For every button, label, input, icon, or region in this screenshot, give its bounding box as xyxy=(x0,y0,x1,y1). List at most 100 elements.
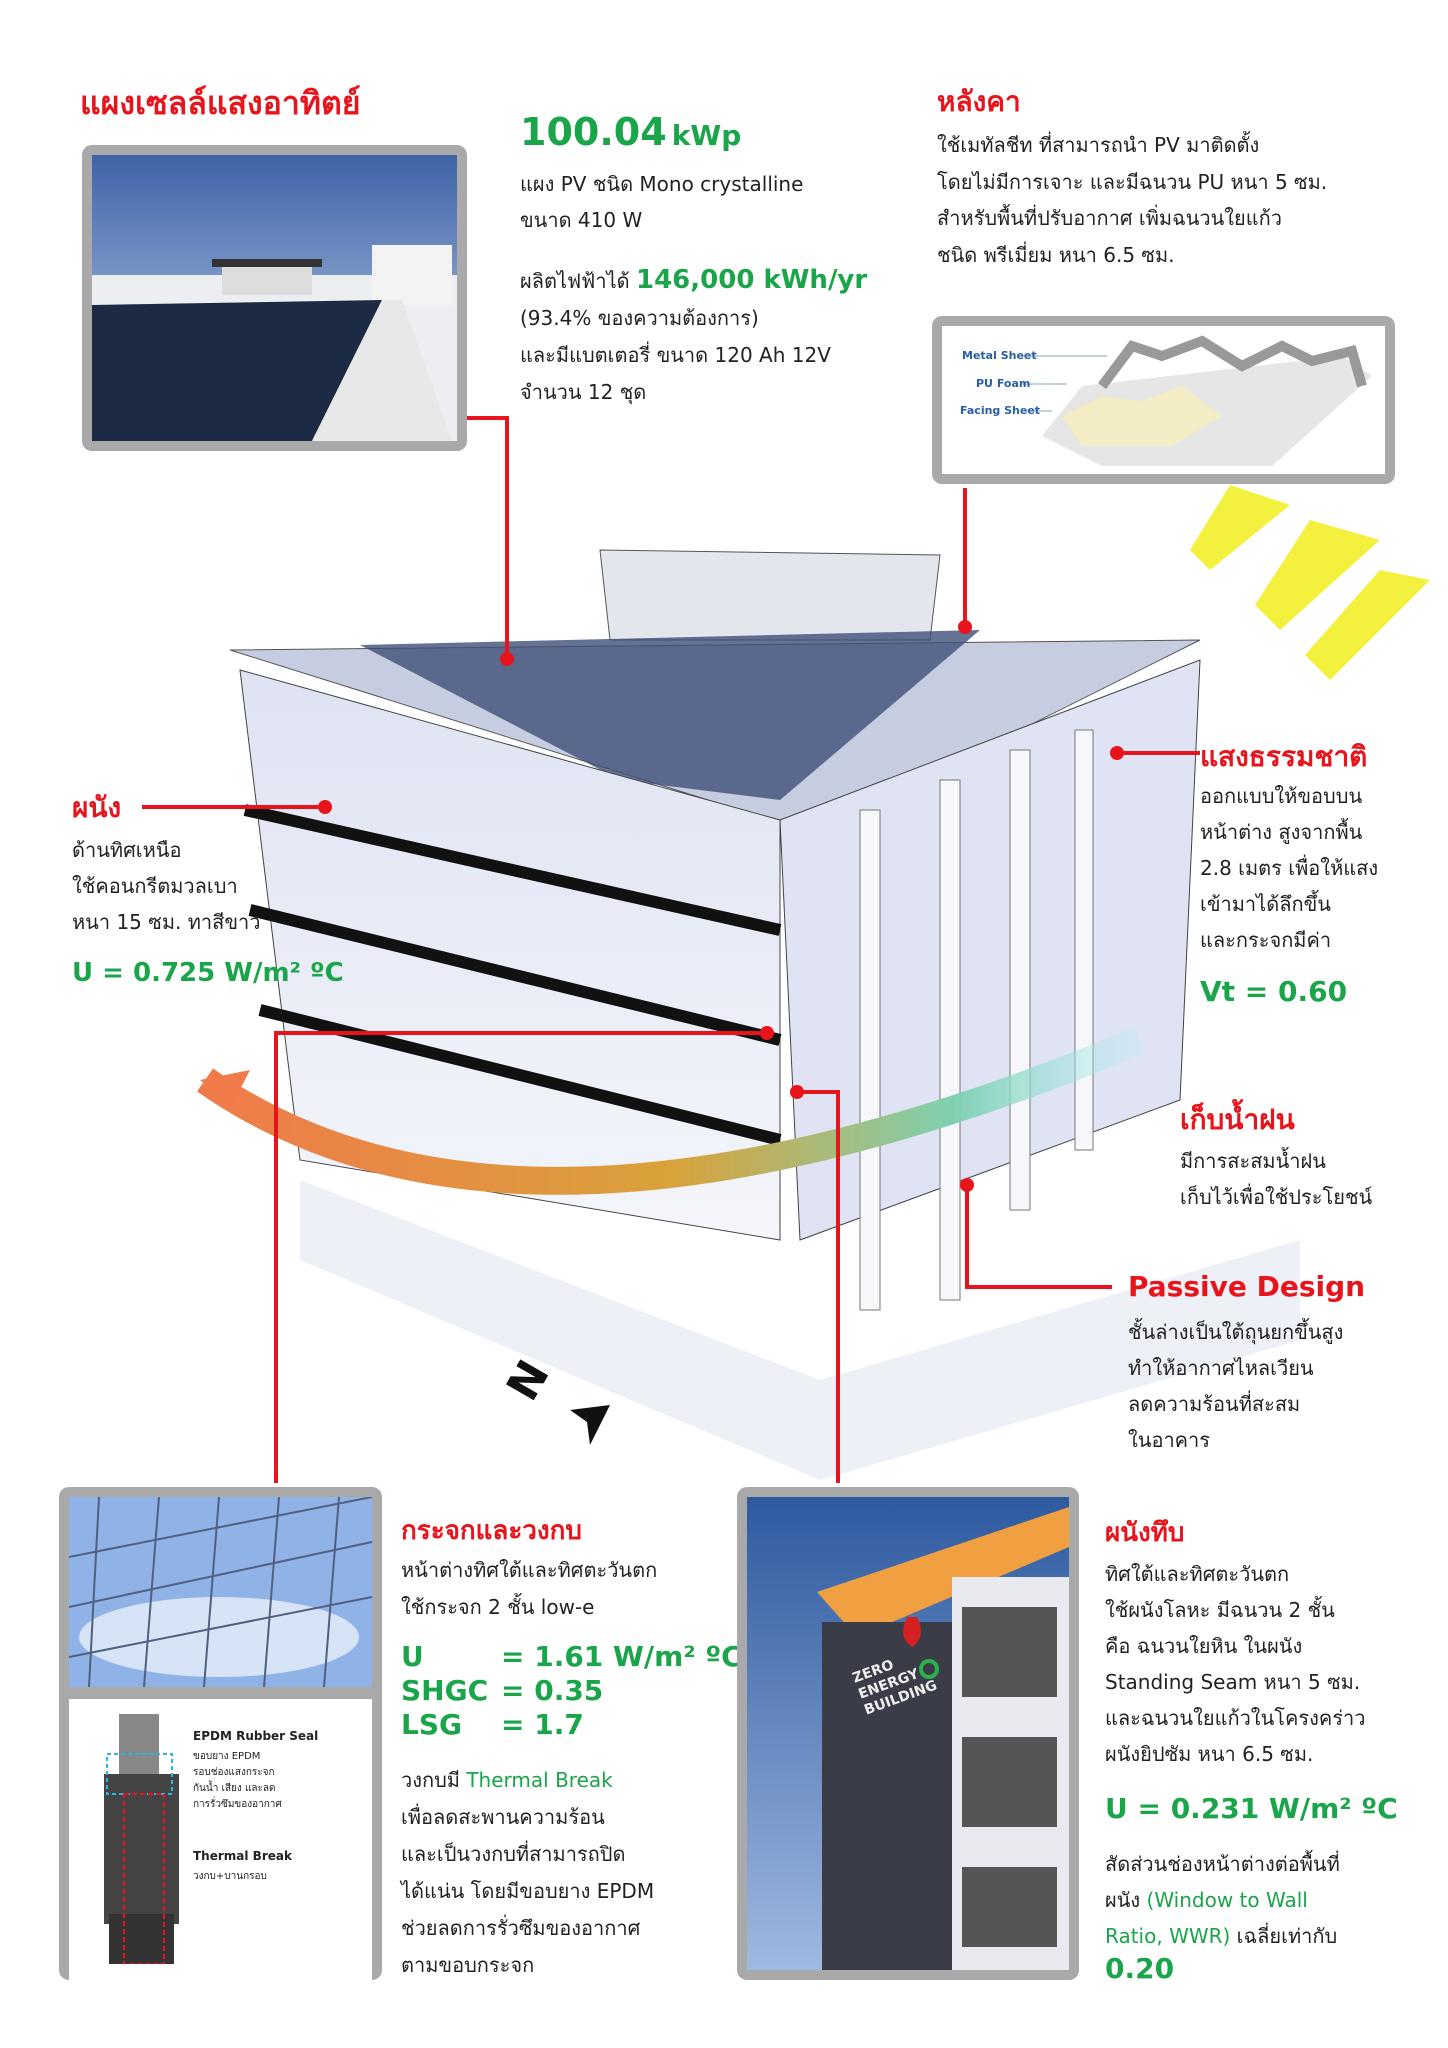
passive-title: Passive Design xyxy=(1128,1270,1366,1303)
callout-dot-solid-wall xyxy=(790,1085,804,1099)
callout-line-solid-wall xyxy=(836,1090,840,1483)
callout-line-daylight xyxy=(1116,751,1200,755)
solar-production-value: 146,000 kWh/yr xyxy=(635,265,868,295)
glass-line: หน้าต่างทิศใต้และทิศตะวันตก xyxy=(401,1558,658,1582)
solar-line: (93.4% ของความต้องการ) xyxy=(520,306,759,330)
sun-rays xyxy=(1190,485,1430,680)
wall-line: ด้านทิศเหนือ xyxy=(72,838,182,862)
solar-line: แผง PV ชนิด Mono crystalline xyxy=(520,172,804,196)
wall-line: หนา 15 ซม. ทาสีขาว xyxy=(72,910,261,934)
spec-value: = 1.61 W/m² ºC xyxy=(501,1640,742,1673)
glass-spec-shgc: SHGC= 0.35 xyxy=(401,1674,742,1708)
solar-title: แผงเซลล์แสงอาทิตย์ xyxy=(80,84,361,122)
roof-panel-drawing xyxy=(1022,335,1372,466)
spec-key: U xyxy=(401,1640,424,1673)
rain-line: มีการสะสมน้ำฝน xyxy=(1180,1149,1326,1173)
epdm-seal-line: กันน้ำ เสียง และลด xyxy=(193,1783,276,1794)
spec-key: LSG xyxy=(401,1708,462,1741)
daylight-title: แสงธรรมชาติ xyxy=(1200,740,1368,773)
solid-wall-line: และฉนวนใยแก้วในโครงคร่าว xyxy=(1105,1706,1366,1730)
callout-line-passive xyxy=(965,1285,1112,1289)
epdm-seal-lines: ขอบยาง EPDM รอบช่องแสงกระจก กันน้ำ เสียง… xyxy=(193,1749,282,1813)
building-illustration xyxy=(196,485,1430,1480)
roof-line: ชนิด พรีเมี่ยม หนา 6.5 ซม. xyxy=(937,243,1175,267)
solar-capacity: 100.04 kWp xyxy=(520,110,741,154)
glass-line: ได้แน่น โดยมีขอบยาง EPDM xyxy=(401,1879,655,1903)
thermal-break-title: Thermal Break xyxy=(193,1849,292,1863)
callout-line-glass xyxy=(274,1031,278,1483)
passive-line: ชั้นล่างเป็นใต้ถุนยกขึ้นสูง xyxy=(1128,1320,1344,1344)
building-east-facade xyxy=(779,659,1201,1241)
north-arrow-icon xyxy=(570,1405,610,1445)
epdm-seal-line: การรั่วซึมของอากาศ xyxy=(193,1799,282,1810)
spec-value: = 0.35 xyxy=(501,1674,604,1707)
wwr-value: 0.20 xyxy=(1105,1952,1175,1985)
solar-roof-photo xyxy=(92,155,457,441)
wall-line: ใช้คอนกรีตมวลเบา xyxy=(72,874,238,898)
solid-wall-title: ผนังทึบ xyxy=(1105,1518,1185,1548)
epdm-seal-line: ขอบยาง EPDM xyxy=(193,1751,261,1762)
glass-line: ตามขอบกระจก xyxy=(401,1953,535,1977)
window-frame-section: EPDM Rubber Seal ขอบยาง EPDM รอบช่องแสงก… xyxy=(69,1699,372,1982)
frame-highlight: Thermal Break xyxy=(466,1768,613,1792)
callout-dot-daylight xyxy=(1110,746,1124,760)
spec-value: = 1.7 xyxy=(501,1708,584,1741)
callout-line-glass xyxy=(274,1031,768,1035)
glass-title: กระจกและวงกบ xyxy=(401,1516,582,1546)
solar-line: ขนาด 410 W xyxy=(520,208,643,232)
solar-capacity-value: 100.04 xyxy=(520,110,667,154)
callout-line-solar xyxy=(505,416,509,658)
roof-line: สำหรับพื้นที่ปรับอากาศ เพิ่มฉนวนใยแก้ว xyxy=(937,206,1282,230)
window-frame-section-drawing xyxy=(104,1714,179,1964)
ground-plinth xyxy=(300,1180,1300,1480)
solid-wall-line: Standing Seam หนา 5 ซม. xyxy=(1105,1670,1361,1694)
solid-wall-line: ใช้ผนังโลหะ มีฉนวน 2 ชั้น xyxy=(1105,1598,1335,1622)
solar-panel-array xyxy=(360,630,980,800)
passive-line: ในอาคาร xyxy=(1128,1428,1211,1452)
solid-wall-line: ทิศใต้และทิศตะวันตก xyxy=(1105,1562,1290,1586)
glass-line: ช่วยลดการรั่วซึมของอากาศ xyxy=(401,1916,641,1940)
airflow-arrow xyxy=(196,1027,1146,1195)
solar-production: ผลิตไฟฟ้าได้ 146,000 kWh/yr xyxy=(520,262,867,299)
building-section xyxy=(239,669,781,1241)
wwr-line: สัดส่วนช่องหน้าต่างต่อพื้นที่ xyxy=(1105,1852,1340,1876)
daylight-line: และกระจกมีค่า xyxy=(1200,928,1332,952)
roof-diagram-frame: Metal Sheet PU Foam Facing Sheet xyxy=(932,316,1395,484)
daylight-line: 2.8 เมตร เพื่อให้แสง xyxy=(1200,856,1379,880)
wall-u-value: U = 0.725 W/m² ºC xyxy=(72,958,344,988)
frame-prefix: วงกบมี xyxy=(401,1768,460,1792)
callout-line-solar xyxy=(467,416,509,420)
rain-title: เก็บน้ำฝน xyxy=(1180,1103,1295,1136)
callout-dot-glass xyxy=(760,1026,774,1040)
airflow-arrowhead xyxy=(200,1070,250,1105)
glass-specs: U = 1.61 W/m² ºC SHGC= 0.35 LSG = 1.7 xyxy=(401,1640,742,1742)
roof-title: หลังคา xyxy=(937,85,1021,118)
wwr-text: ผนัง xyxy=(1105,1888,1141,1912)
callout-dot-solar xyxy=(500,652,514,666)
callout-line-wall xyxy=(142,805,325,809)
daylight-line: หน้าต่าง สูงจากพื้น xyxy=(1200,820,1363,844)
epdm-seal-title: EPDM Rubber Seal xyxy=(193,1729,319,1743)
wwr-line: Ratio, WWR) เฉลี่ยเท่ากับ xyxy=(1105,1918,1337,1954)
roof-diagram: Metal Sheet PU Foam Facing Sheet xyxy=(942,326,1385,474)
callout-dot-roof xyxy=(958,620,972,634)
solar-line: และมีแบตเตอรี่ ขนาด 120 Ah 12V xyxy=(520,343,831,367)
roof-line: ใช้เมทัลชีท ที่สามารถนำ PV มาติดตั้ง xyxy=(937,133,1260,157)
roof-line: โดยไม่มีการเจาะ และมีฉนวน PU หนา 5 ซม. xyxy=(937,170,1328,194)
glass-facade-photo xyxy=(68,1496,373,1688)
daylight-line: ออกแบบให้ขอบบน xyxy=(1200,784,1363,808)
solar-line: จำนวน 12 ชุด xyxy=(520,380,647,404)
passive-line: ลดความร้อนที่สะสม xyxy=(1128,1392,1301,1416)
rain-line: เก็บไว้เพื่อใช้ประโยชน์ xyxy=(1180,1185,1373,1209)
roof-penthouse xyxy=(599,549,941,641)
glass-frame-line: วงกบมี Thermal Break xyxy=(401,1762,613,1798)
solid-wall-u-value: U = 0.231 W/m² ºC xyxy=(1105,1792,1398,1825)
callout-line-roof xyxy=(963,488,967,625)
pu-foam-label: PU Foam xyxy=(976,377,1031,390)
solid-wall-photo-frame: ZERO ENERGY BUILDING xyxy=(737,1487,1079,1980)
glass-line: และเป็นวงกบที่สามารถปิด xyxy=(401,1842,626,1866)
facing-sheet-label: Facing Sheet xyxy=(960,404,1041,417)
callout-line-solid-wall xyxy=(796,1090,840,1094)
glass-spec-lsg: LSG = 1.7 xyxy=(401,1708,742,1742)
glass-spec-u: U = 1.61 W/m² ºC xyxy=(401,1640,742,1674)
